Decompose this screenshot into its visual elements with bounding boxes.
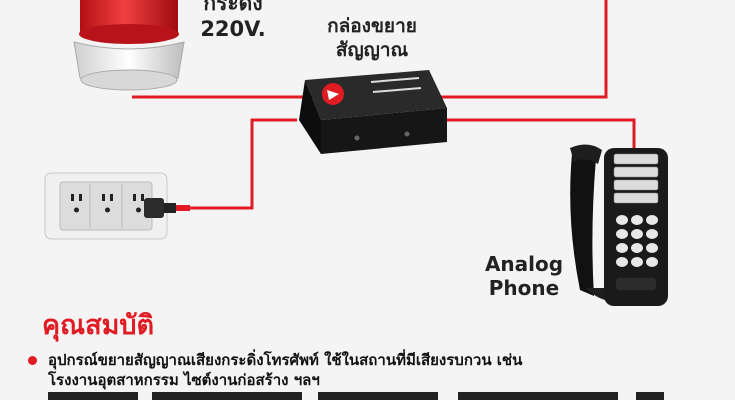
feature-item: อุปกรณ์ขยายสัญญาณเสียงกระดิ่งโทรศัพท์ ใช…	[28, 350, 708, 390]
wire-outlet-to-box	[188, 118, 297, 210]
analog-phone-icon	[570, 144, 668, 306]
bell-label: กระดิ่ง 220V.	[200, 0, 266, 41]
cropped-next-feature-line	[48, 392, 664, 400]
features-heading: คุณสมบัติ	[42, 310, 155, 341]
power-plug-icon	[144, 198, 190, 218]
wire-box-to-top	[430, 0, 608, 99]
wall-outlet-icon	[44, 172, 168, 240]
amplifier-box-label: กล่องขยาย สัญญาณ	[327, 15, 417, 61]
bullet-icon	[28, 356, 37, 365]
phone-label: Analog Phone	[484, 252, 564, 300]
wire-box-to-phone	[438, 118, 636, 150]
strobe-light-icon	[73, 0, 185, 91]
signal-amplifier-box-icon	[299, 70, 447, 154]
features-list: อุปกรณ์ขยายสัญญาณเสียงกระดิ่งโทรศัพท์ ใช…	[28, 350, 708, 390]
